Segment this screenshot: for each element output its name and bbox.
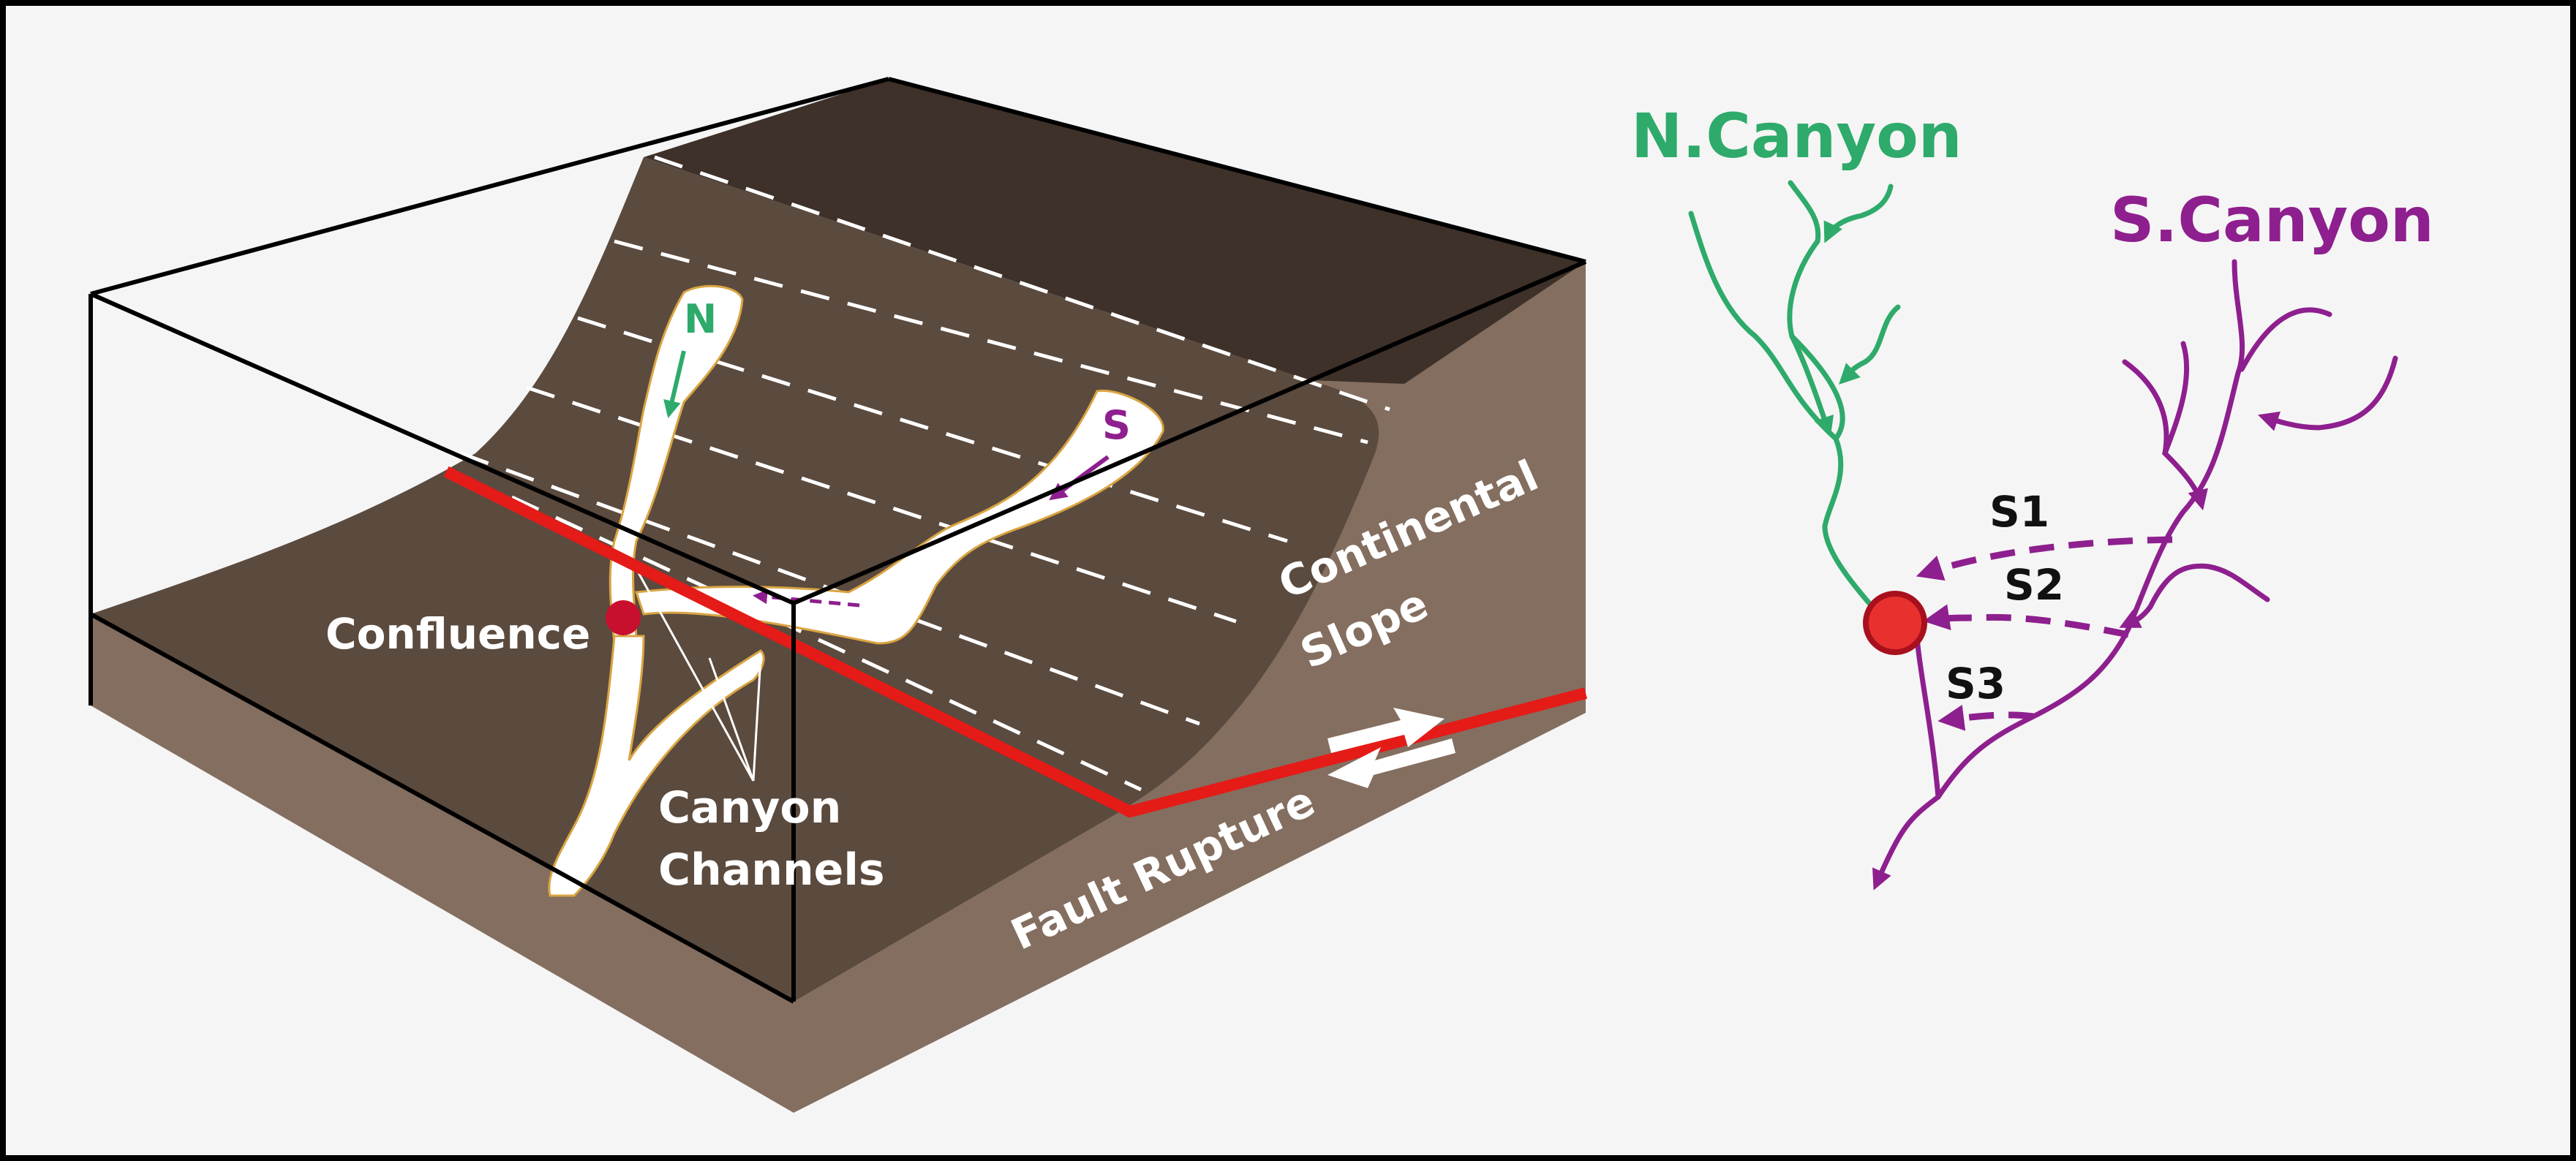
s3-path bbox=[1937, 705, 2034, 731]
north-channel-label: N bbox=[684, 296, 717, 342]
canyon-channels-label-line2: Channels bbox=[658, 844, 885, 896]
s-canyon-network bbox=[1872, 259, 2398, 890]
north-arrow bbox=[663, 350, 686, 419]
s2-path bbox=[1923, 604, 2129, 638]
n-canyon-network bbox=[1688, 180, 1901, 610]
s1-label: S1 bbox=[1989, 487, 2049, 537]
upper-shelf bbox=[644, 79, 1586, 384]
south-avulsion-arrow bbox=[753, 589, 860, 608]
fault-rupture-line bbox=[443, 466, 1588, 818]
network-diagram: N.Canyon S.Canyon S1 S2 S3 bbox=[1631, 100, 2434, 890]
slip-arrow-upper bbox=[1327, 708, 1445, 753]
block-diagram: N S Confluence Canyon Channels Continent… bbox=[88, 77, 1588, 1113]
block-frame bbox=[88, 77, 1587, 1004]
s3-label: S3 bbox=[1946, 659, 2006, 708]
south-channel bbox=[634, 389, 1164, 645]
south-channel-label: S bbox=[1102, 402, 1131, 448]
slip-arrow-lower bbox=[1327, 738, 1455, 788]
confluence-dot bbox=[606, 600, 641, 635]
n-canyon-label: N.Canyon bbox=[1631, 100, 1962, 172]
network-confluence-node bbox=[1863, 591, 1927, 655]
avulsion-paths bbox=[1916, 536, 2173, 731]
canyon-channel-leaders bbox=[628, 555, 762, 782]
slip-arrows bbox=[1327, 708, 1455, 788]
confluence-label: Confluence bbox=[325, 609, 590, 659]
s-canyon-label: S.Canyon bbox=[2110, 184, 2434, 256]
canyon-channels-label-line1: Canyon bbox=[658, 782, 841, 833]
s2-label: S2 bbox=[2004, 560, 2064, 610]
s1-path bbox=[1916, 536, 2173, 581]
